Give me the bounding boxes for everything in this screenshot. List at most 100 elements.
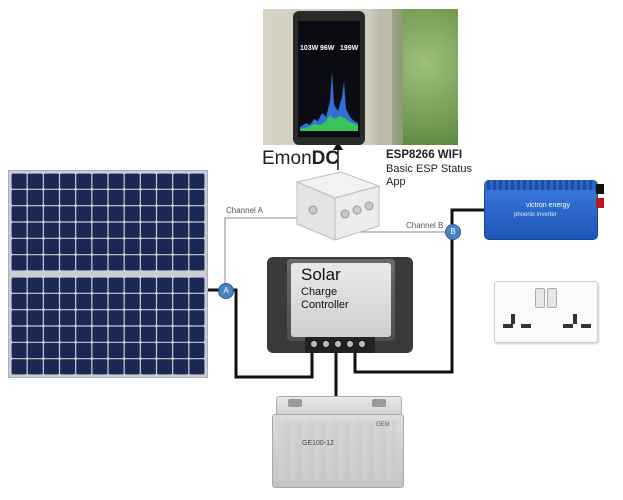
inverter-brand: victron energy xyxy=(526,202,570,209)
solar-cell xyxy=(27,238,43,255)
solar-cell xyxy=(124,173,140,189)
solar-cell xyxy=(157,222,173,238)
battery-model: GE100-12 xyxy=(302,440,334,447)
solar-cell xyxy=(108,173,124,189)
solar-cell xyxy=(43,189,59,206)
solar-cell xyxy=(173,255,189,271)
solar-cell xyxy=(157,293,173,310)
solar-cell xyxy=(108,255,124,271)
solar-cell xyxy=(173,359,189,375)
solar-cell xyxy=(140,293,156,310)
solar-cell xyxy=(76,189,92,206)
solar-cell xyxy=(124,310,140,326)
solar-cell xyxy=(43,238,59,255)
solar-cell xyxy=(173,189,189,206)
solar-cell xyxy=(76,326,92,342)
solar-cell xyxy=(108,359,124,375)
solar-cell xyxy=(60,310,76,326)
channel-b-badge: B xyxy=(445,224,461,240)
solar-cell xyxy=(173,173,189,189)
solar-cell xyxy=(140,326,156,342)
solar-cell xyxy=(92,173,108,189)
solar-cell xyxy=(43,173,59,189)
solar-cell xyxy=(189,293,205,310)
solar-cell xyxy=(157,255,173,271)
controller-line-2: Controller xyxy=(301,299,349,311)
solar-cell xyxy=(43,326,59,342)
solar-cell xyxy=(173,238,189,255)
solar-cell xyxy=(43,277,59,293)
solar-cell xyxy=(60,342,76,359)
controller-line-1: Charge xyxy=(301,286,338,298)
solar-cell xyxy=(124,277,140,293)
solar-cell xyxy=(27,222,43,238)
solar-cell xyxy=(60,255,76,271)
battery-brand: GEM xyxy=(376,422,390,428)
solar-cell xyxy=(124,359,140,375)
solar-cell xyxy=(108,310,124,326)
solar-cell xyxy=(27,277,43,293)
solar-cell xyxy=(173,310,189,326)
solar-cell xyxy=(11,173,27,189)
charge-controller: Solar Charge Controller xyxy=(265,255,415,355)
solar-cell xyxy=(140,359,156,375)
solar-cell xyxy=(189,173,205,189)
solar-cell xyxy=(189,342,205,359)
solar-cell xyxy=(108,238,124,255)
solar-cell xyxy=(189,206,205,222)
solar-cell xyxy=(11,189,27,206)
solar-cell xyxy=(43,310,59,326)
solar-cell xyxy=(189,255,205,271)
channel-a-badge-letter: A xyxy=(223,286,229,295)
solar-cell xyxy=(189,277,205,293)
esp-title: ESP8266 WIFI xyxy=(386,149,463,161)
solar-cell xyxy=(108,293,124,310)
solar-cell xyxy=(76,342,92,359)
solar-cell xyxy=(173,277,189,293)
solar-cell xyxy=(43,293,59,310)
solar-cell xyxy=(108,277,124,293)
solar-cell xyxy=(108,342,124,359)
solar-cell xyxy=(140,310,156,326)
solar-cell xyxy=(173,342,189,359)
solar-cell xyxy=(11,359,27,375)
solar-cell xyxy=(76,238,92,255)
solar-cell xyxy=(27,359,43,375)
solar-cell xyxy=(27,173,43,189)
channel-a-badge: A xyxy=(218,283,234,299)
solar-cell xyxy=(124,206,140,222)
esp-line-1: Basic ESP Status xyxy=(386,163,473,175)
solar-cell xyxy=(60,189,76,206)
solar-cell xyxy=(27,293,43,310)
solar-cell xyxy=(60,277,76,293)
solar-cell xyxy=(76,359,92,375)
solar-cell xyxy=(27,326,43,342)
solar-cell xyxy=(189,222,205,238)
solar-cell xyxy=(124,189,140,206)
solar-cell xyxy=(157,238,173,255)
solar-cell xyxy=(124,293,140,310)
solar-cell xyxy=(27,189,43,206)
solar-cell xyxy=(124,255,140,271)
solar-cell xyxy=(157,359,173,375)
phone-reading-1: 103W xyxy=(300,45,319,52)
battery: GE100-12 GEM xyxy=(272,396,404,488)
channel-b-badge-letter: B xyxy=(450,227,456,236)
solar-cell xyxy=(189,238,205,255)
solar-cell xyxy=(60,173,76,189)
solar-cell xyxy=(11,255,27,271)
solar-cell xyxy=(60,222,76,238)
solar-cell xyxy=(157,206,173,222)
solar-cell xyxy=(76,206,92,222)
solar-cell xyxy=(92,342,108,359)
channel-a-label: Channel A xyxy=(226,206,263,215)
solar-cell xyxy=(43,342,59,359)
solar-cell xyxy=(76,277,92,293)
solar-cell xyxy=(140,342,156,359)
solar-cell xyxy=(157,326,173,342)
solar-cell xyxy=(157,173,173,189)
upload-arrow-head xyxy=(333,142,343,150)
solar-cell xyxy=(60,326,76,342)
solar-cell xyxy=(108,326,124,342)
solar-cell xyxy=(173,293,189,310)
